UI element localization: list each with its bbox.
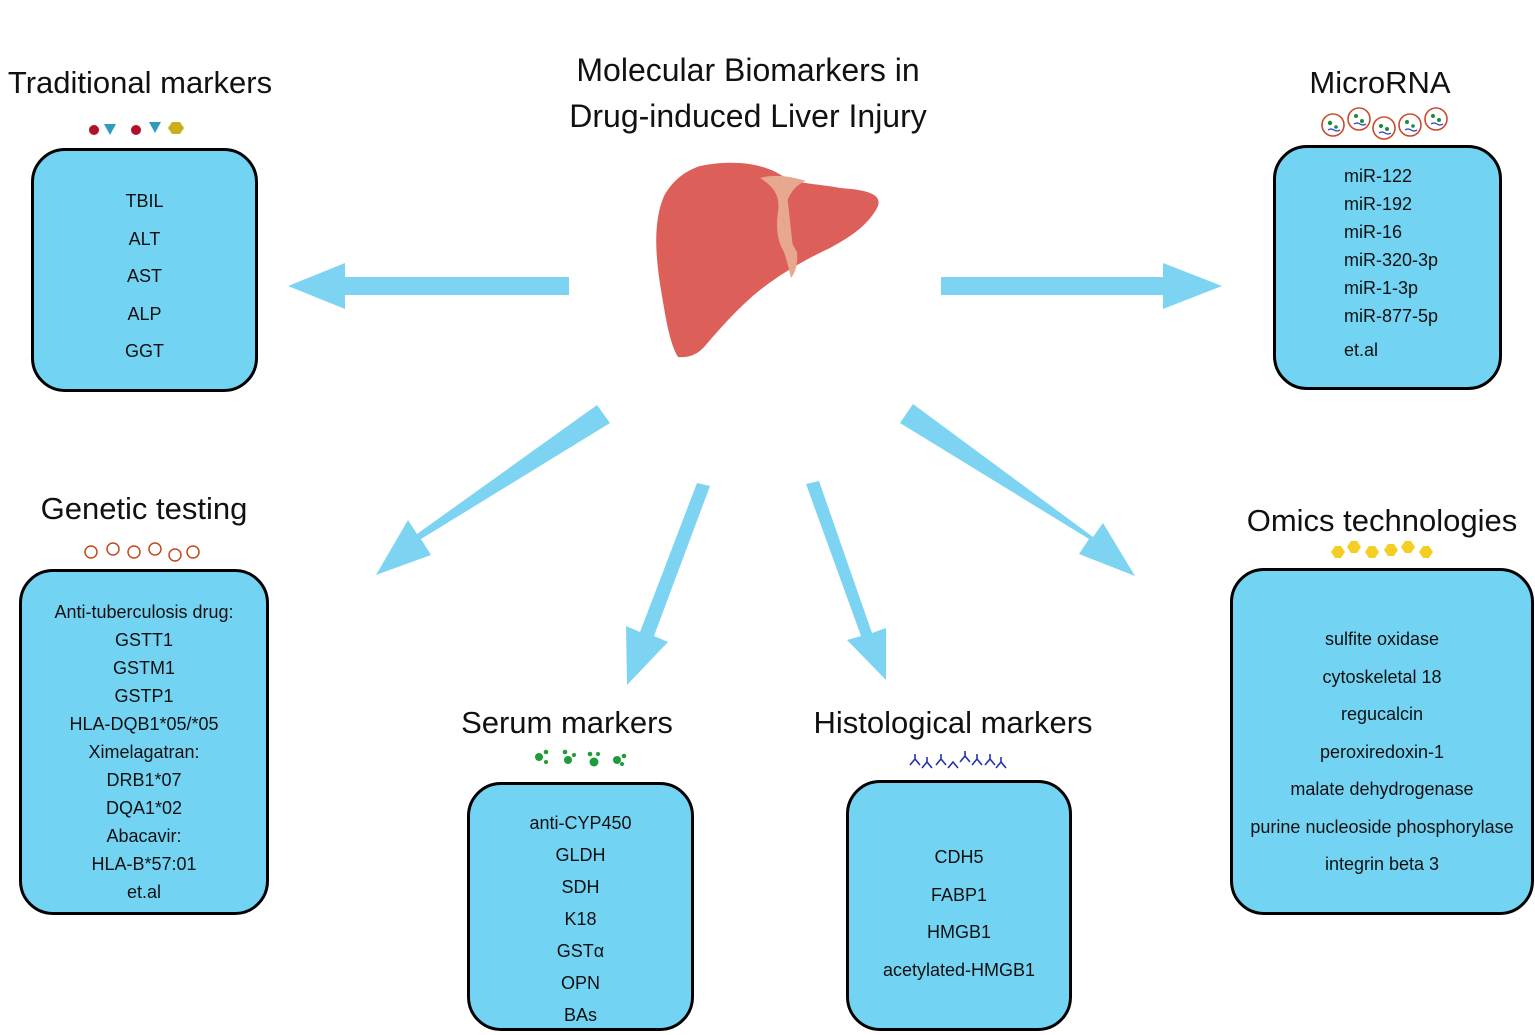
arrow-to-histological <box>806 481 886 680</box>
omics-technologies-list: sulfite oxidase cytoskeletal 18 regucalc… <box>1233 571 1531 884</box>
list-item: SDH <box>561 877 600 897</box>
list-item: miR-192 <box>1344 194 1413 214</box>
arrow-to-serum <box>626 483 710 685</box>
arrow-to-omics <box>900 404 1135 576</box>
serum-markers-box: anti-CYP450 GLDH SDH K18 GSTα OPN BAs <box>467 782 694 1031</box>
list-item: Abacavir: <box>106 826 182 846</box>
mixed-molecule-icons <box>89 122 184 135</box>
list-item: anti-CYP450 <box>529 813 632 833</box>
traditional-markers-box: TBIL ALT AST ALP GGT <box>31 148 258 392</box>
omics-technologies-box: sulfite oxidase cytoskeletal 18 regucalc… <box>1230 568 1534 915</box>
serum-markers-list: anti-CYP450 GLDH SDH K18 GSTα OPN BAs <box>470 785 691 1031</box>
list-item: acetylated-HMGB1 <box>882 959 1036 980</box>
list-item: HMGB1 <box>926 922 991 942</box>
list-item: miR-320-3p <box>1344 250 1439 270</box>
arrow-to-traditional <box>288 263 569 309</box>
liver-icon <box>656 162 879 358</box>
list-item: HLA-DQB1*05/*05 <box>69 714 219 734</box>
genetic-testing-box: Anti-tuberculosis drug: GSTT1 GSTM1 GSTP… <box>19 569 269 915</box>
traditional-markers-title: Traditional markers <box>7 65 273 100</box>
arrow-to-microrna <box>941 263 1222 309</box>
open-circle-icons <box>84 542 200 562</box>
list-item: miR-877-5p <box>1344 306 1439 326</box>
list-item: purine nucleoside phosphorylase <box>1250 816 1514 837</box>
exosome-cargo <box>1327 114 1444 135</box>
list-item: K18 <box>564 909 597 929</box>
list-item: integrin beta 3 <box>1324 854 1440 874</box>
arrow-to-genetic <box>376 405 610 575</box>
list-item: BAs <box>563 1005 597 1025</box>
yellow-hexagon-icons <box>1331 541 1433 558</box>
list-item: HLA-B*57:01 <box>91 854 197 874</box>
list-item: AST <box>126 266 162 286</box>
list-item: Ximelagatran: <box>88 742 200 762</box>
histological-markers-box: CDH5 FABP1 HMGB1 acetylated-HMGB1 <box>846 780 1072 1031</box>
green-dot-cluster-icons <box>535 749 627 767</box>
list-item: peroxiredoxin-1 <box>1319 741 1445 762</box>
list-item: DQA1*02 <box>105 798 183 818</box>
list-item: GSTP1 <box>114 686 174 706</box>
list-item: TBIL <box>125 191 164 211</box>
list-item: GGT <box>125 341 164 361</box>
list-item: sulfite oxidase <box>1324 629 1440 649</box>
list-item: GLDH <box>555 845 606 865</box>
list-item: CDH5 <box>934 847 984 867</box>
histological-markers-list: CDH5 FABP1 HMGB1 acetylated-HMGB1 <box>849 783 1069 989</box>
list-item: malate dehydrogenase <box>1290 779 1474 799</box>
list-item: ALT <box>128 228 161 249</box>
genetic-testing-title: Genetic testing <box>40 491 248 526</box>
microrna-title: MicroRNA <box>1309 65 1451 100</box>
list-item: cytoskeletal 18 <box>1322 666 1442 687</box>
list-item: miR-122 <box>1344 166 1413 186</box>
diagram-title: Molecular Biomarkers in Drug-induced Liv… <box>548 47 948 139</box>
histological-markers-title: Histological markers <box>813 705 1093 740</box>
list-item: miR-16 <box>1344 222 1403 242</box>
list-item: GSTT1 <box>114 630 173 650</box>
list-item: miR-1-3p <box>1344 278 1419 298</box>
list-item: GSTM1 <box>112 658 175 678</box>
microrna-box: miR-122 miR-192 miR-16 miR-320-3p miR-1-… <box>1273 145 1502 390</box>
list-item: OPN <box>560 973 600 993</box>
list-item: ALP <box>127 303 162 324</box>
list-item: Anti-tuberculosis drug: <box>54 602 234 622</box>
list-item: FABP1 <box>930 884 988 905</box>
title-line-1: Molecular Biomarkers in <box>576 52 920 88</box>
arrows <box>288 263 1222 685</box>
omics-technologies-title: Omics technologies <box>1246 503 1518 538</box>
genetic-testing-list: Anti-tuberculosis drug: GSTT1 GSTM1 GSTP… <box>22 572 266 906</box>
list-item: GSTα <box>556 941 605 961</box>
list-item: regucalcin <box>1340 704 1424 724</box>
exosome-icons <box>1321 107 1448 140</box>
list-item: et.al <box>126 882 162 902</box>
serum-markers-title: Serum markers <box>461 705 673 740</box>
list-item: DRB1*07 <box>106 770 182 790</box>
list-item: et.al <box>1344 340 1379 360</box>
microrna-list: miR-122 miR-192 miR-16 miR-320-3p miR-1-… <box>1276 148 1499 364</box>
antibody-icons <box>909 751 1007 769</box>
traditional-markers-list: TBIL ALT AST ALP GGT <box>34 151 255 371</box>
title-line-2: Drug-induced Liver Injury <box>569 98 927 134</box>
